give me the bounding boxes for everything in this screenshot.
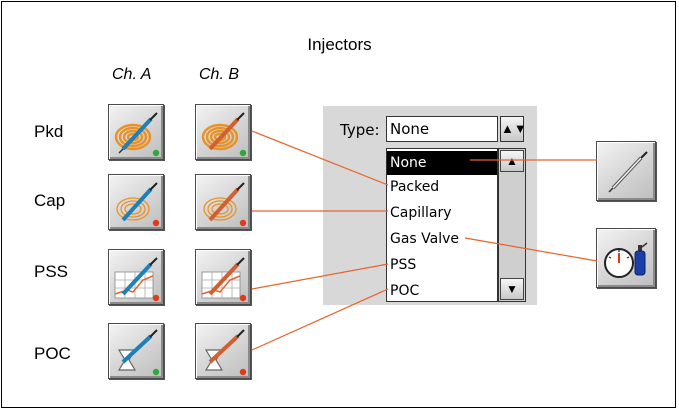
status-dot-green [152,149,160,157]
ch-b-pss-button[interactable] [195,249,251,305]
row-label-pkd: Pkd [34,122,64,141]
page-title: Injectors [307,35,372,54]
ch-b-capillary-button[interactable] [195,174,251,230]
list-scrollbar[interactable]: ▲ ▼ [498,148,526,302]
scroll-down-arrow-icon[interactable]: ▼ [500,278,524,300]
syringe-button[interactable] [596,141,656,201]
option-gas-valve[interactable]: Gas Valve [390,231,460,247]
ch-a-capillary-button[interactable] [108,174,164,230]
ch-a-pss-button[interactable] [108,249,164,305]
option-packed[interactable]: Packed [390,179,440,195]
row-label-cap: Cap [34,191,66,210]
status-dot-red [152,219,160,227]
gas-valve-icon [604,242,648,278]
pss-chart-icon [201,257,247,302]
row-label-pss: PSS [34,262,69,281]
up-down-arrows-icon[interactable]: ▲▼ [500,116,527,142]
row-label-poc: POC [34,344,71,363]
ch-b-poc-button[interactable] [195,323,251,379]
capillary-column-icon [116,182,160,227]
capillary-column-icon [203,182,247,227]
poc-icon [117,329,160,376]
packed-column-icon [201,112,247,157]
poc-icon [204,329,247,376]
gas-valve-button[interactable] [596,228,656,288]
scroll-up-arrow-icon[interactable]: ▲ [500,150,524,172]
option-poc[interactable]: POC [390,283,420,299]
option-pss[interactable]: PSS [390,257,417,273]
packed-column-icon [114,112,160,157]
type-select[interactable]: None [386,116,498,142]
channel-a-label: Ch. A [112,66,152,83]
option-capillary[interactable]: Capillary [390,205,452,221]
channel-b-label: Ch. B [199,66,240,83]
type-options-list[interactable]: None Packed Capillary Gas Valve PSS POC [386,148,498,302]
option-none[interactable]: None [387,151,497,175]
syringe-icon [608,151,648,193]
ch-b-packed-button[interactable] [195,104,251,160]
ch-a-packed-button[interactable] [108,104,164,160]
ch-a-poc-button[interactable] [108,323,164,379]
type-label: Type: [340,121,380,139]
pss-chart-icon [114,257,160,302]
